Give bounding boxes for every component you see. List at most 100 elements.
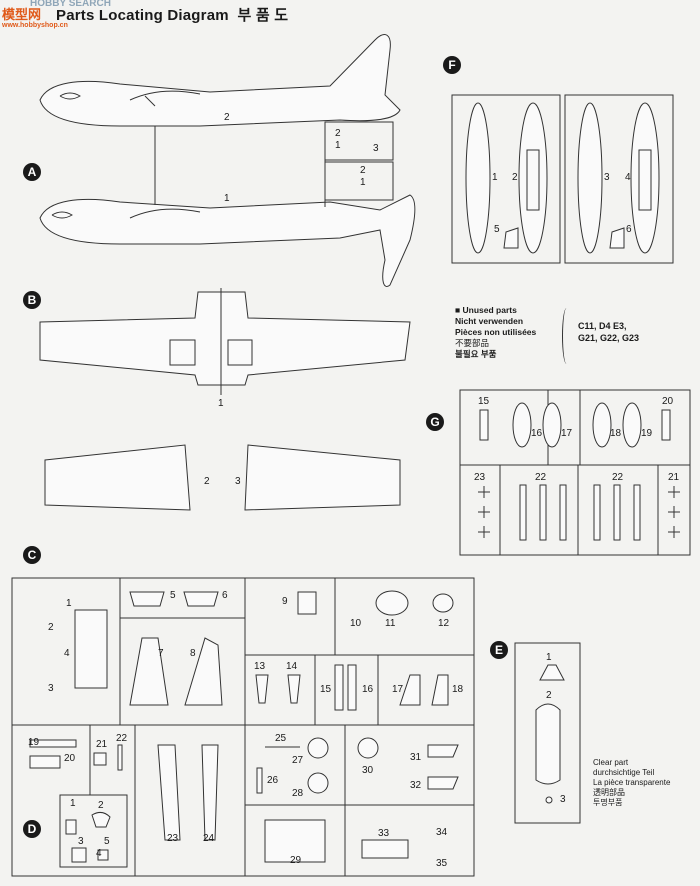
part-label: 16 (362, 684, 374, 695)
section-marker-f: F (443, 56, 461, 74)
part-label: 5 (494, 224, 500, 235)
section-marker-e: E (490, 641, 508, 659)
sprue-b-upper-wing-left (44, 444, 191, 511)
part-label: 2 (360, 165, 366, 176)
part-label: 25 (275, 733, 287, 744)
part-label: 3 (235, 476, 241, 487)
part-label: 3 (48, 683, 54, 694)
clear-part-line: La pièce transparente (593, 778, 671, 787)
part-label: 29 (290, 855, 302, 866)
part-label: 18 (452, 684, 464, 695)
sprue-a-fuselage-bottom (39, 194, 416, 287)
part-label: 3 (560, 794, 566, 805)
part-label: 1 (66, 598, 72, 609)
part-label: 17 (392, 684, 404, 695)
part-label: 27 (292, 755, 304, 766)
clear-part-line: 투명부품 (593, 798, 623, 807)
clear-part-note: Clear part durchsichtige Teil La pièce t… (593, 758, 670, 808)
watermark-url: www.hobbyshop.cn (2, 22, 68, 29)
part-label: 1 (218, 398, 224, 409)
part-label: 2 (98, 800, 104, 811)
part-label: 20 (662, 396, 674, 407)
part-label: 6 (626, 224, 632, 235)
part-label: 16 (531, 428, 543, 439)
part-label: 5 (170, 590, 176, 601)
unused-parts-note: ■ Unused parts Nicht verwenden Pièces no… (455, 305, 536, 360)
unused-parts-list: C11, D4 E3, G21, G22, G23 (578, 320, 639, 344)
sprue-b-upper-wing-right (244, 444, 401, 511)
unused-line: 不要部品 (455, 338, 490, 348)
part-label: 4 (625, 172, 631, 183)
part-label: 24 (203, 833, 215, 844)
part-label: 31 (410, 752, 422, 763)
section-marker-d: D (23, 820, 41, 838)
part-label: 22 (535, 472, 547, 483)
part-label: 1 (224, 193, 230, 204)
page-title-korean: 부 품 도 (237, 7, 289, 24)
part-label: 12 (438, 618, 450, 629)
part-label: 10 (350, 618, 362, 629)
part-label: 6 (222, 590, 228, 601)
part-label: 4 (64, 648, 70, 659)
part-label: 26 (267, 775, 279, 786)
unused-line: ■ Unused parts (455, 305, 517, 315)
part-label: 15 (478, 396, 490, 407)
part-label: 28 (292, 788, 304, 799)
clear-part-line: 透明部品 (593, 788, 625, 797)
part-label: 20 (64, 753, 76, 764)
part-label: 30 (362, 765, 374, 776)
part-label: 15 (320, 684, 332, 695)
part-label: 7 (158, 648, 164, 659)
part-label: 3 (604, 172, 610, 183)
part-label: 33 (378, 828, 390, 839)
part-label: 3 (78, 836, 84, 847)
part-label: 2 (204, 476, 210, 487)
page-title: Parts Locating Diagram 부 품 도 (56, 7, 289, 24)
part-label: 8 (190, 648, 196, 659)
unused-parts-row: G21, G22, G23 (578, 333, 640, 343)
part-label: 2 (48, 622, 54, 633)
part-label: 2 (224, 112, 230, 123)
unused-parts-row: C11, D4 E3, (578, 321, 627, 331)
part-label: 21 (668, 472, 680, 483)
part-label: 2 (512, 172, 518, 183)
part-label: 23 (167, 833, 179, 844)
part-label: 1 (70, 798, 76, 809)
part-label: 19 (28, 737, 40, 748)
unused-line: Nicht verwenden (455, 316, 524, 326)
clear-part-line: durchsichtige Teil (593, 768, 655, 777)
part-label: 11 (385, 618, 396, 629)
unused-line: 불필요 부품 (455, 349, 497, 359)
section-marker-a: A (23, 163, 41, 181)
section-marker-b: B (23, 291, 41, 309)
part-label: 32 (410, 780, 422, 791)
part-label: 22 (612, 472, 624, 483)
part-label: 1 (335, 140, 341, 151)
part-label: 21 (96, 739, 108, 750)
clear-part-line: Clear part (593, 758, 629, 767)
section-marker-c: C (23, 546, 41, 564)
sprue-a-fuselage-top (39, 34, 401, 127)
part-label: 1 (360, 177, 366, 188)
part-label: 22 (116, 733, 128, 744)
part-label: 19 (641, 428, 653, 439)
part-label: 1 (492, 172, 498, 183)
unused-line: Pièces non utilisées (455, 327, 537, 337)
part-label: 17 (561, 428, 573, 439)
part-label: 4 (96, 848, 102, 859)
watermark-brand: HOBBY SEARCH (30, 0, 111, 9)
part-label: 2 (335, 128, 341, 139)
sprue-b-lower-wing (39, 291, 411, 386)
watermark-logo: 模型网 (2, 7, 42, 22)
unused-bracket (562, 308, 571, 364)
part-label: 18 (610, 428, 622, 439)
part-label: 5 (104, 836, 110, 847)
part-label: 3 (373, 143, 379, 154)
part-label: 1 (546, 652, 552, 663)
part-label: 13 (254, 661, 266, 672)
section-marker-g: G (426, 413, 444, 431)
part-label: 35 (436, 858, 448, 869)
part-label: 9 (282, 596, 288, 607)
part-label: 14 (286, 661, 298, 672)
